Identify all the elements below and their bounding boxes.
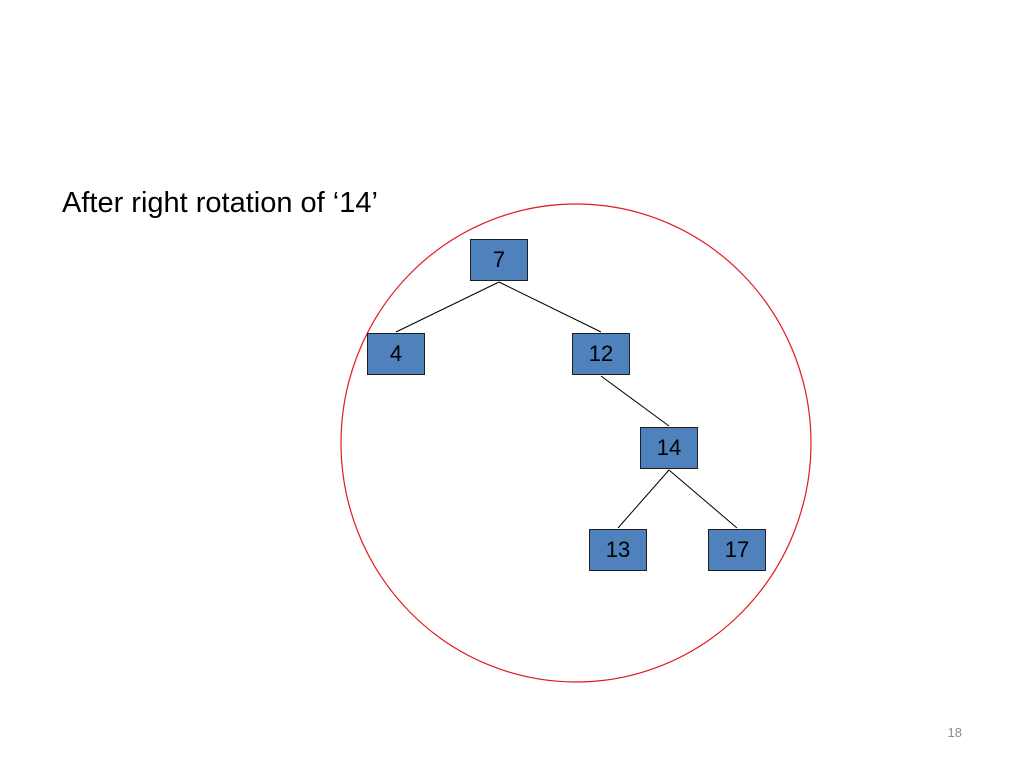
edge-7-4	[395, 281, 500, 333]
edge-7-12	[498, 281, 602, 333]
page-number: 18	[947, 725, 962, 740]
tree-node-4: 4	[367, 333, 425, 375]
tree-node-12: 12	[572, 333, 630, 375]
tree-node-17: 17	[708, 529, 766, 571]
tree-node-13: 13	[589, 529, 647, 571]
edge-14-17	[668, 469, 738, 529]
slide-title: After right rotation of ‘14’	[62, 187, 378, 219]
edge-12-14	[600, 375, 670, 427]
edge-14-13	[617, 469, 670, 529]
tree-node-7: 7	[470, 239, 528, 281]
highlight-circle	[340, 203, 812, 683]
tree-node-14: 14	[640, 427, 698, 469]
